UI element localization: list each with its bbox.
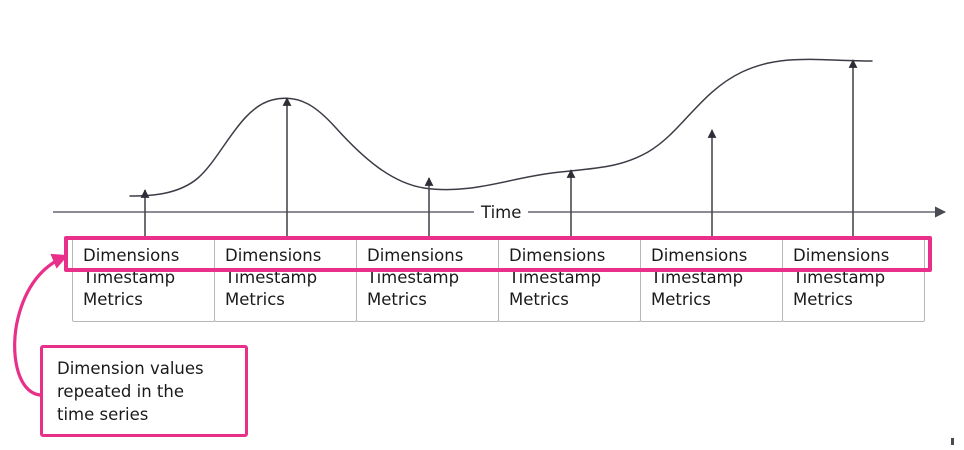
record-box[interactable]: Dimensions Timestamp Metrics [640, 238, 783, 322]
record-timestamp-label: Timestamp [83, 268, 176, 287]
time-series-curve [129, 58, 873, 197]
callout-line-3: time series [57, 405, 149, 424]
dimensions-highlight-rect [64, 236, 932, 272]
record-dimensions-label: Dimensions [83, 246, 180, 265]
corner-tick-mark [951, 438, 954, 445]
record-metrics-label: Metrics [509, 290, 569, 309]
record-timestamp-label: Timestamp [509, 268, 602, 287]
record-metrics-label: Metrics [83, 290, 143, 309]
callout-line-2: repeated in the [57, 382, 185, 401]
record-timestamp-label: Timestamp [651, 268, 744, 287]
record-box[interactable]: Dimensions Timestamp Metrics [214, 238, 357, 322]
callout-line-1: Dimension values [57, 359, 204, 378]
callout-connector-arrow [13, 253, 69, 397]
record-timestamp-label: Timestamp [367, 268, 460, 287]
record-metrics-label: Metrics [793, 290, 853, 309]
record-metrics-label: Metrics [651, 290, 711, 309]
record-box[interactable]: Dimensions Timestamp Metrics [356, 238, 499, 322]
record-dimensions-label: Dimensions [793, 246, 890, 265]
record-metrics-label: Metrics [225, 290, 285, 309]
record-box[interactable]: Dimensions Timestamp Metrics [782, 238, 925, 322]
dimension-values-callout[interactable]: Dimension values repeated in the time se… [40, 345, 248, 437]
record-box[interactable]: Dimensions Timestamp Metrics [498, 238, 641, 322]
record-dimensions-label: Dimensions [509, 246, 606, 265]
record-dimensions-label: Dimensions [651, 246, 748, 265]
record-metrics-label: Metrics [367, 290, 427, 309]
record-dimensions-label: Dimensions [225, 246, 322, 265]
record-timestamp-label: Timestamp [225, 268, 318, 287]
record-dimensions-label: Dimensions [367, 246, 464, 265]
record-timestamp-label: Timestamp [793, 268, 886, 287]
axis-label-time: Time [474, 203, 529, 222]
